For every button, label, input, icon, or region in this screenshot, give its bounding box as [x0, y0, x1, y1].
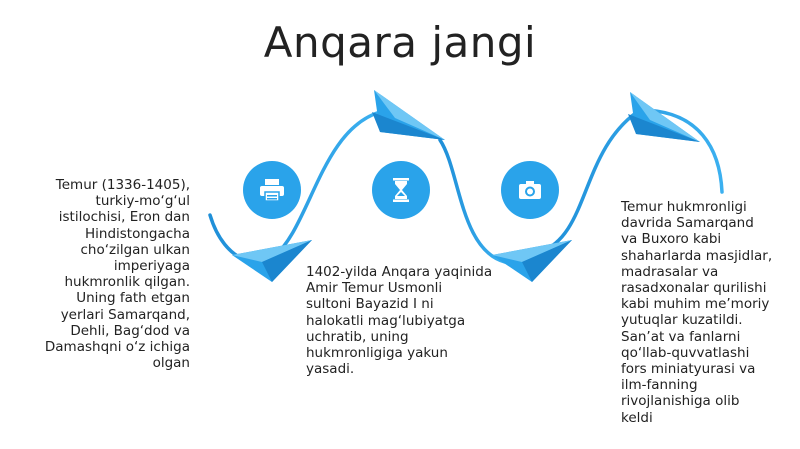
printer-icon-circle — [243, 161, 301, 219]
printer-icon — [260, 179, 284, 202]
text-block-2: 1402-yilda Anqara yaqinida Amir Temur Us… — [306, 264, 493, 378]
paper-plane-icon — [492, 240, 572, 282]
slide-title: Anqara jangi — [263, 18, 537, 67]
curve-path-2 — [438, 138, 507, 264]
hourglass-icon — [393, 178, 409, 202]
paper-plane-icon — [628, 92, 700, 142]
hourglass-icon-circle — [372, 161, 430, 219]
camera-icon — [519, 181, 541, 199]
paper-plane-icon — [372, 90, 445, 140]
text-block-1: Temur (1336-1405), turkiy-mo‘g‘ul istilo… — [44, 177, 190, 372]
paper-plane-icon — [232, 240, 312, 282]
text-block-3: Temur hukmronligi davrida Samarqand va B… — [621, 199, 773, 426]
camera-icon-circle — [501, 161, 559, 219]
